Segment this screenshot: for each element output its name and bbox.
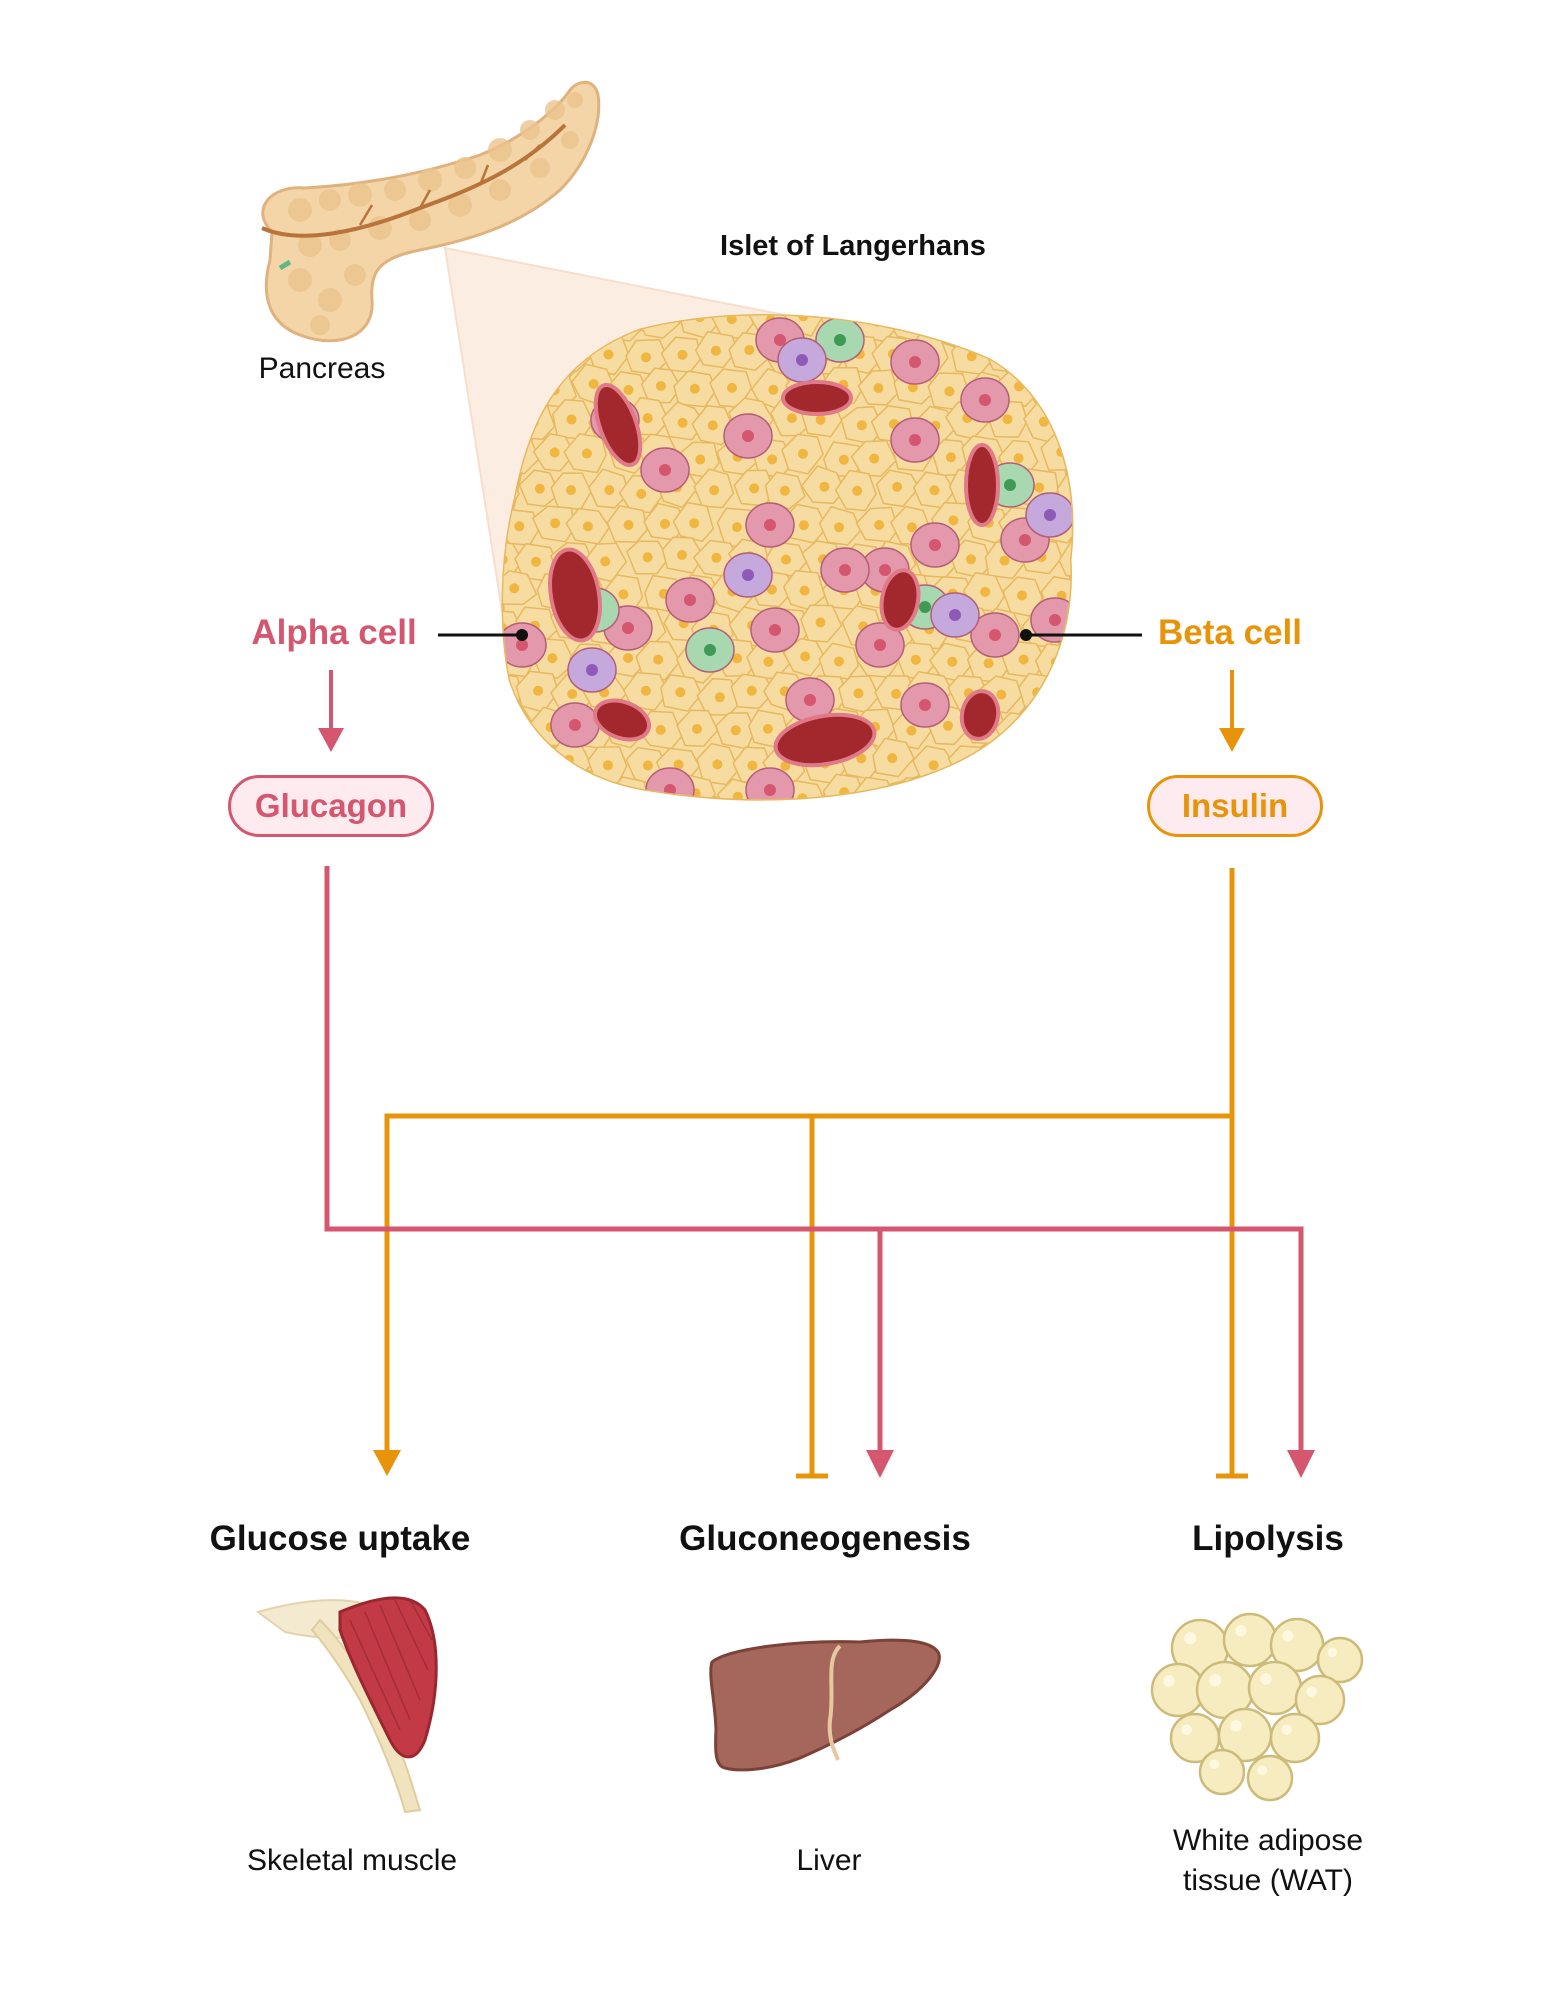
liver-label: Liver (796, 1844, 862, 1877)
insulin-pill: Insulin (1147, 775, 1323, 837)
insulin-pathway (384, 868, 1235, 1476)
adipose-icon (1150, 1612, 1364, 1802)
skeletal-muscle-label: Skeletal muscle (246, 1844, 458, 1877)
muscle-icon (255, 1596, 438, 1814)
glucose-uptake-label: Glucose uptake (209, 1519, 471, 1558)
pancreas-label: Pancreas (258, 352, 386, 385)
gluconeogenesis-arrowhead (866, 1450, 894, 1478)
alpha-cell-label: Alpha cell (251, 613, 417, 652)
wat-label: White adipose tissue (WAT) (1173, 1821, 1363, 1901)
wat-label-line1: White adipose (1172, 1824, 1364, 1857)
lipolysis-arrowhead (1287, 1450, 1315, 1478)
alpha-to-glucagon-arrow (318, 670, 344, 752)
beta-pointer (1020, 629, 1142, 641)
alpha-pointer (438, 629, 528, 641)
beta-to-insulin-arrow (1219, 670, 1245, 752)
islet-label: Islet of Langerhans (720, 230, 986, 262)
beta-cell-label: Beta cell (1158, 613, 1302, 652)
islet-icon (501, 314, 1074, 801)
pancreas-icon (261, 80, 601, 343)
gluconeogenesis-label: Gluconeogenesis (679, 1519, 971, 1558)
glucagon-pathway (324, 866, 1304, 1452)
liver-icon (709, 1638, 941, 1772)
wat-label-line2: tissue (WAT) (1182, 1864, 1353, 1897)
glucagon-pill: Glucagon (228, 775, 434, 837)
glucose-uptake-arrowhead (373, 1450, 401, 1476)
lipolysis-label: Lipolysis (1192, 1519, 1344, 1558)
